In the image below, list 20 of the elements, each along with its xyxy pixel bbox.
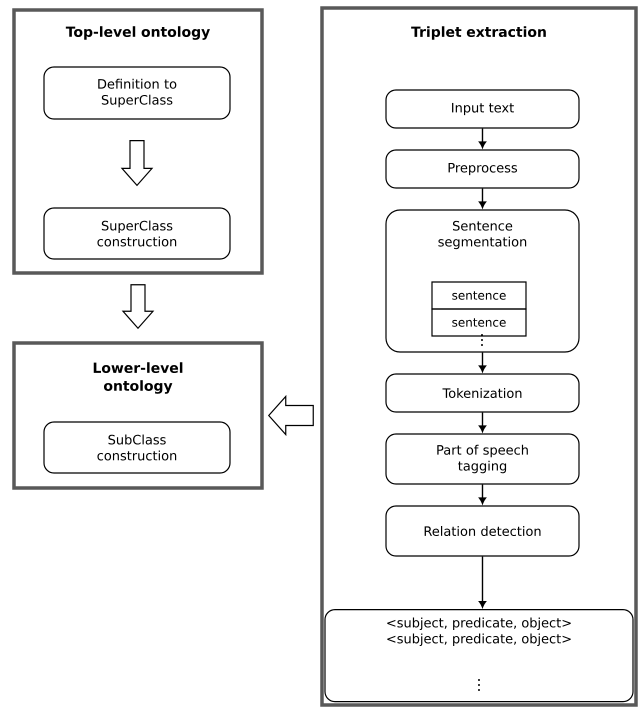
process-box: Preprocess [385, 149, 580, 189]
arrow [478, 556, 486, 608]
sentence-cell: sentence [431, 281, 527, 310]
block-arrow [120, 140, 154, 186]
process-box: Input text [385, 89, 580, 129]
sentence-cell: sentence [431, 308, 527, 337]
arrow [478, 352, 486, 372]
process-box: Part of speech tagging [385, 433, 580, 485]
output-box: <subject, predicate, object> <subject, predicate, object> [324, 609, 634, 702]
block-arrow [268, 394, 314, 436]
process-box: Tokenization [385, 373, 580, 413]
process-box: SubClass construction [43, 421, 231, 474]
arrow [478, 412, 486, 432]
process-box: Relation detection [385, 505, 580, 557]
arrow [478, 188, 486, 208]
arrow [478, 128, 486, 148]
block-arrow [122, 284, 154, 330]
arrow [478, 484, 486, 504]
process-box: Definition to SuperClass [43, 66, 231, 120]
process-box: SuperClass construction [43, 207, 231, 260]
